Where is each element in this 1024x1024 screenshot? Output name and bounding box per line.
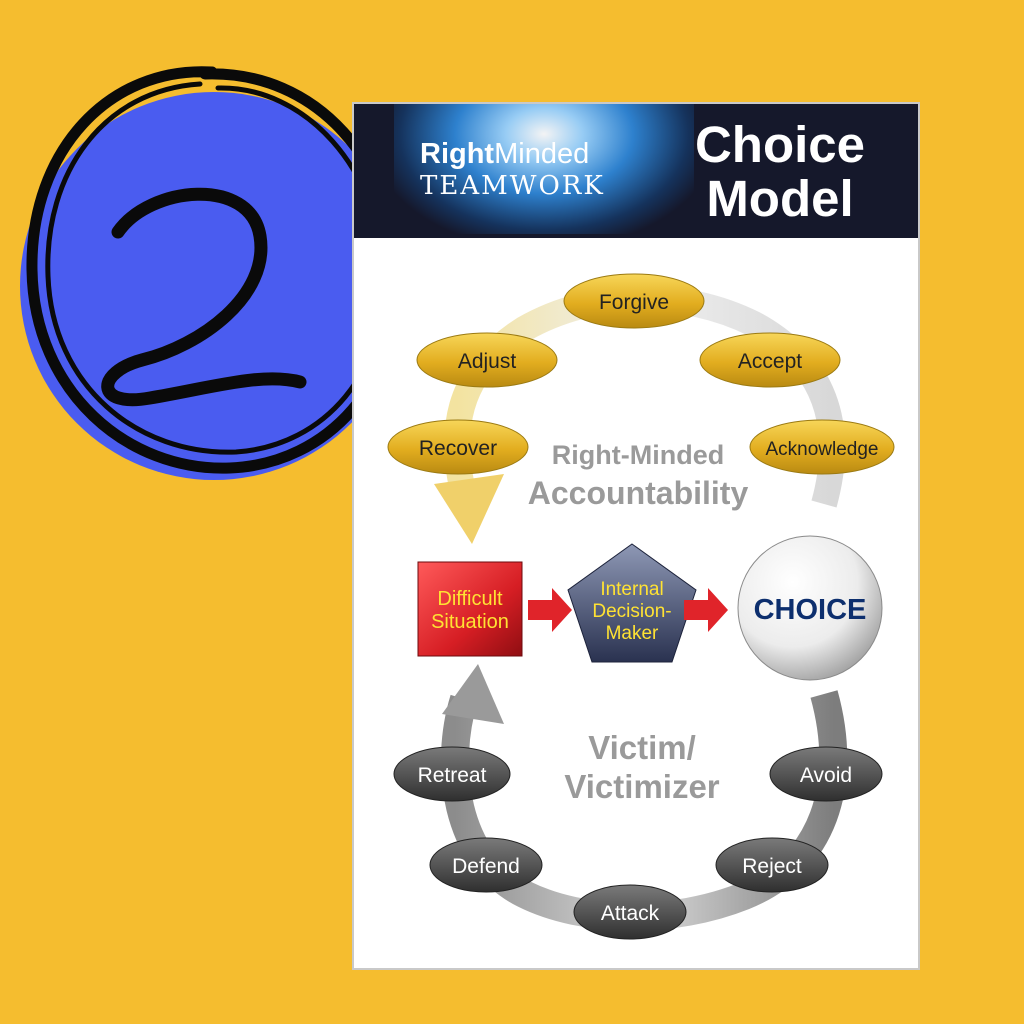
arrow-to-decision xyxy=(528,588,572,632)
step-forgive: Forgive xyxy=(563,273,705,329)
choice-model-card: RightMinded TEAMWORK Choice Model xyxy=(352,102,920,970)
brand-bold: Right xyxy=(420,138,495,170)
arrow-to-choice xyxy=(684,588,728,632)
label-victim: Victim/ xyxy=(588,729,696,766)
top-cycle-arrow xyxy=(434,474,504,544)
choice-circle: CHOICE xyxy=(737,535,883,681)
card-header: RightMinded TEAMWORK Choice Model xyxy=(354,104,918,238)
step-retreat: Retreat xyxy=(393,746,511,802)
svg-text:Decision-: Decision- xyxy=(592,601,671,622)
svg-text:CHOICE: CHOICE xyxy=(754,594,867,626)
brand-regular: Minded xyxy=(494,138,590,170)
step-adjust: Adjust xyxy=(416,332,558,388)
step-avoid: Avoid xyxy=(769,746,883,802)
svg-text:Forgive: Forgive xyxy=(599,291,669,314)
step-recover: Recover xyxy=(387,419,529,475)
badge-numeral xyxy=(101,187,307,407)
top-cycle-band xyxy=(444,285,846,508)
svg-text:Avoid: Avoid xyxy=(800,764,852,787)
bottom-cycle-arrow xyxy=(442,664,504,724)
title-line-2: Model xyxy=(706,170,854,227)
svg-text:Attack: Attack xyxy=(601,902,660,925)
svg-text:Retreat: Retreat xyxy=(418,764,487,787)
svg-text:Difficult: Difficult xyxy=(437,588,503,610)
svg-text:Situation: Situation xyxy=(431,611,509,633)
svg-text:Recover: Recover xyxy=(419,437,497,460)
choice-diagram: Right-Minded Accountability Victim/ Vict… xyxy=(387,273,895,940)
header-glow xyxy=(394,104,694,234)
svg-text:Defend: Defend xyxy=(452,855,520,878)
svg-text:Acknowledge: Acknowledge xyxy=(765,439,878,460)
svg-text:Reject: Reject xyxy=(742,855,802,878)
step-acknowledge: Acknowledge xyxy=(749,419,895,475)
label-victimizer: Victimizer xyxy=(564,768,719,805)
title-line-1: Choice xyxy=(694,116,866,173)
step-reject: Reject xyxy=(715,837,829,893)
label-right-minded: Right-Minded xyxy=(552,440,724,470)
internal-decision-maker: Internal Decision- Maker xyxy=(567,543,697,663)
svg-text:Maker: Maker xyxy=(606,623,659,644)
step-accept: Accept xyxy=(699,332,841,388)
brand-sub: TEAMWORK xyxy=(420,171,605,201)
svg-text:Accept: Accept xyxy=(738,350,802,373)
card-title: Choice Model xyxy=(670,118,890,226)
difficult-situation-box: Difficult Situation xyxy=(417,561,523,657)
step-defend: Defend xyxy=(429,837,543,893)
label-accountability: Accountability xyxy=(528,475,749,511)
brand-logo: RightMinded TEAMWORK xyxy=(420,138,605,201)
badge-fill xyxy=(20,92,408,480)
step-attack: Attack xyxy=(573,884,687,940)
svg-text:Adjust: Adjust xyxy=(458,350,517,373)
svg-text:Internal: Internal xyxy=(600,579,663,600)
